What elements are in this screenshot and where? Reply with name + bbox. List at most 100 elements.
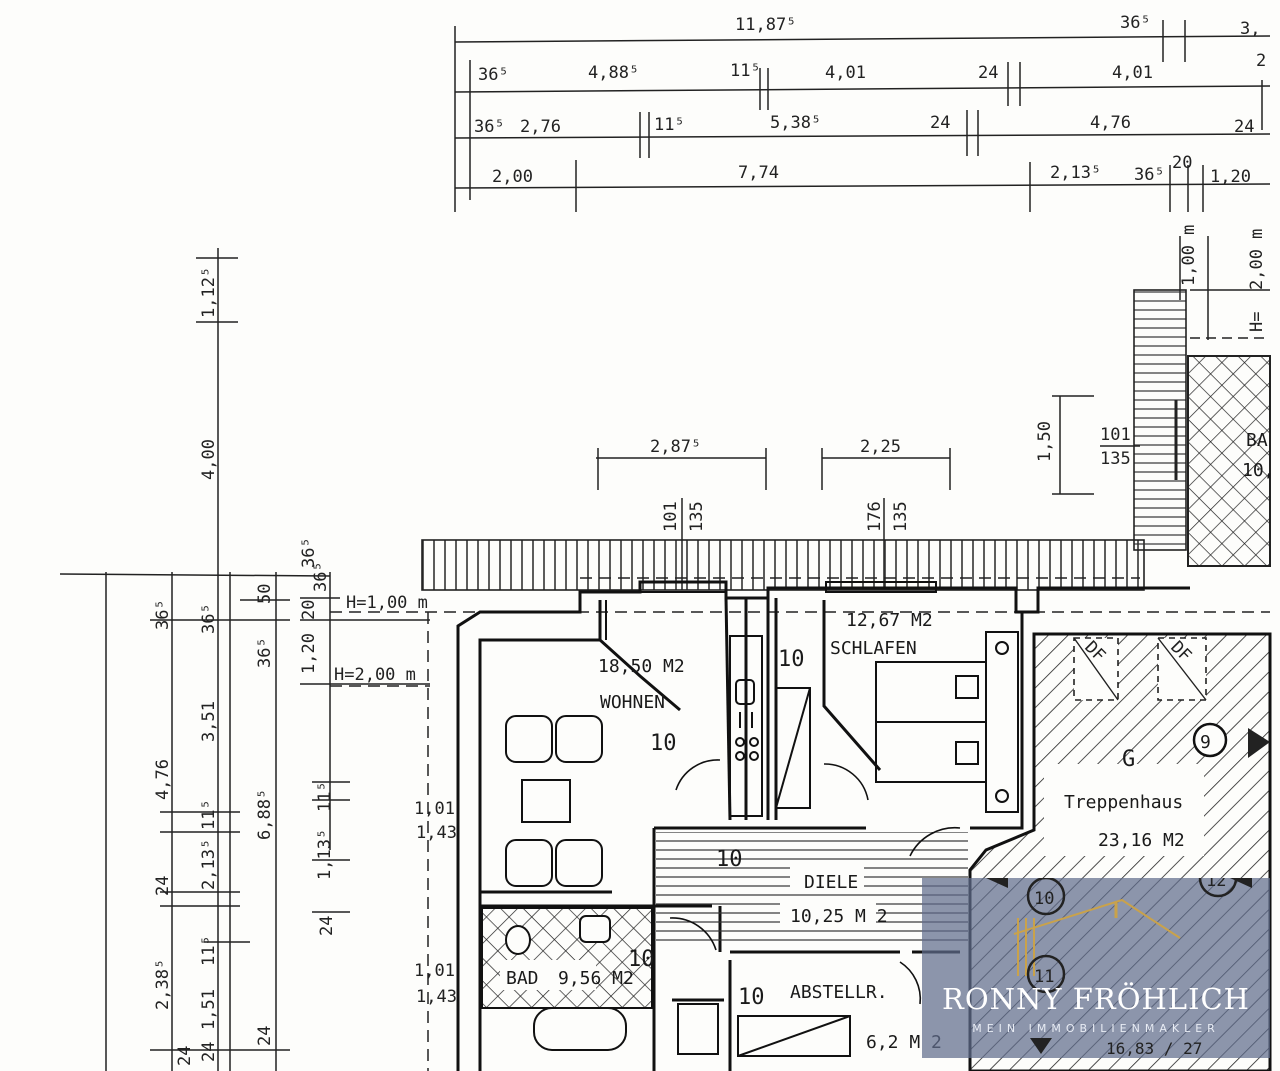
- dim-r3-4: 5,38⁵: [770, 113, 821, 133]
- dim-top-right-a: 36⁵: [1120, 13, 1151, 33]
- abstellr-name: ABSTELLR.: [790, 982, 888, 1003]
- treppenhaus-area: 23,16 M2: [1098, 830, 1185, 851]
- dim-v-5: 24: [153, 876, 173, 896]
- dim-top-right-b: 3,: [1240, 19, 1260, 39]
- window-right-bot: 135: [1100, 449, 1131, 469]
- height-label-3: 1,00 m: [1179, 225, 1199, 286]
- dim-v-12: 36⁵: [199, 603, 219, 634]
- wohnen-area: 18,50 M2: [598, 656, 685, 677]
- height-label-5: H=: [1247, 312, 1267, 332]
- dim-total-width: 11,87⁵: [735, 15, 796, 35]
- dim-v-14: 2,13⁵: [199, 839, 219, 890]
- window-dim-schlafen: 2,25: [860, 437, 901, 457]
- dim-r2-2: 4,88⁵: [588, 63, 639, 83]
- dim-v-23: 11⁵: [315, 781, 335, 812]
- dim-v-7: 36⁵: [153, 599, 173, 630]
- wohnen-furniture: [505, 581, 727, 887]
- dim-v-18: 6,88⁵: [255, 789, 275, 840]
- marker-10: 10: [1034, 889, 1054, 909]
- dim-r3-2: 2,76: [520, 117, 561, 137]
- dim-v-16: 50: [255, 584, 275, 604]
- marker-11: 11: [1034, 967, 1054, 987]
- dim-v-6: 2,38⁵: [153, 959, 173, 1010]
- dim-r2-5: 24: [978, 63, 998, 83]
- dim-v-10: 1,51: [199, 989, 219, 1030]
- window-schlafen-top: 176: [865, 501, 885, 532]
- window-dim-right: 1,50: [1035, 421, 1055, 462]
- dim-r4-1: 2,00: [492, 167, 533, 187]
- dim-v-11: 24: [175, 1046, 195, 1066]
- dim-r3-7: 24: [1234, 117, 1254, 137]
- window-dimension-labels: 2,87⁵ 2,25 1,50 101 135 176 135 101 135 …: [414, 421, 1131, 1007]
- dim-r2-6: 4,01: [1112, 63, 1153, 83]
- diele-label-bg: [790, 866, 864, 894]
- treppenhaus-letter: G: [1122, 747, 1135, 772]
- dim-v-25: 24: [317, 916, 337, 936]
- dim-v-24: 1,13⁵: [315, 829, 335, 880]
- dim-r3-5: 24: [930, 113, 950, 133]
- balcony-name: BA: [1246, 430, 1268, 451]
- top-dimension-labels: 11,87⁵ 36⁵ 3, 36⁵ 4,88⁵ 11⁵ 4,01 24 4,01…: [474, 13, 1266, 187]
- height-label-4: 2,00 m: [1247, 229, 1267, 290]
- logo-house-icon: [986, 878, 1252, 1054]
- window-left2-bot: 1,43: [416, 987, 457, 1007]
- window-dim-wohnen: 2,87⁵: [650, 437, 701, 457]
- window-left1-bot: 1,43: [416, 823, 457, 843]
- left-dimension-chains: [59, 248, 430, 1071]
- diele-area-bg: [780, 900, 876, 928]
- diele-area: 10,25 M 2: [790, 906, 888, 927]
- dim-v-17: 36⁵: [255, 637, 275, 668]
- window-wohnen-top: 101: [661, 501, 681, 532]
- agency-logo: 10 11 12 16,83 / 27 RONNY FRÖHLICH MEIN …: [922, 878, 1270, 1058]
- roof-eaves: [421, 289, 1271, 591]
- bad-room: [481, 907, 719, 1055]
- schlafen-name: SCHLAFEN: [830, 638, 917, 659]
- dim-v-22: 1,20: [299, 633, 319, 674]
- dim-r4-3: 2,13⁵: [1050, 163, 1101, 183]
- schlafen-furniture: [825, 581, 1019, 813]
- dim-v-1: 1,12⁵: [199, 267, 219, 318]
- marker-12: 12: [1206, 878, 1226, 891]
- kitchen-code: 10: [778, 647, 805, 672]
- door-swings: [669, 759, 961, 1005]
- wohnen-name: WOHNEN: [600, 692, 665, 713]
- logo-markers: 10 11 12 16,83 / 27: [1034, 878, 1226, 1058]
- dim-r4-2: 7,74: [738, 163, 779, 183]
- balcony-area: 10,: [1242, 460, 1275, 481]
- logo-name: RONNY FRÖHLICH: [942, 982, 1250, 1016]
- height-label-2: H=2,00 m: [334, 665, 416, 685]
- dim-r2-7: 2: [1256, 51, 1266, 71]
- dim-r3-3: 11⁵: [654, 115, 685, 135]
- height-label-1: H=1,00 m: [346, 593, 428, 613]
- window-wohnen-bot: 135: [687, 501, 707, 532]
- top-dimension-chains: [454, 20, 1271, 212]
- stair-dims: 16,83 / 27: [1106, 1039, 1202, 1058]
- dim-v-19: 24: [255, 1026, 275, 1046]
- window-left1-top: 1,01: [414, 799, 455, 819]
- marker-9: 9: [1200, 732, 1211, 753]
- dim-v-3: 36⁵: [311, 561, 331, 592]
- dim-v-13: 3,51: [199, 701, 219, 742]
- treppenhaus-name: Treppenhaus: [1064, 792, 1183, 813]
- kitchen-counter: [729, 635, 811, 817]
- window-left2-top: 1,01: [414, 961, 455, 981]
- logo-tagline: MEIN IMMOBILIENMAKLER: [972, 1022, 1220, 1035]
- diele-code: 10: [716, 847, 743, 872]
- dim-r4-6: 1,20: [1210, 167, 1251, 187]
- dim-r2-4: 4,01: [825, 63, 866, 83]
- abstellr-code: 10: [738, 985, 765, 1010]
- height-markers: H=1,00 m H=2,00 m 1,00 m 2,00 m H=: [334, 225, 1267, 685]
- dim-r2-1: 36⁵: [478, 65, 509, 85]
- dim-v-4: 4,76: [153, 759, 173, 800]
- dim-v-8: 11⁵: [199, 799, 219, 830]
- dim-v-9: 11⁵: [199, 935, 219, 966]
- dim-v-2: 4,00: [199, 439, 219, 480]
- dim-r4-5: 20: [1172, 153, 1192, 173]
- schlafen-area: 12,67 M2: [846, 610, 933, 631]
- left-dimension-labels: 1,12⁵ 4,00 36⁵ 4,76 24 2,38⁵ 36⁵ 11⁵ 11⁵…: [153, 267, 337, 1066]
- window-right-top: 101: [1100, 425, 1131, 445]
- dim-r2-3: 11⁵: [730, 61, 761, 81]
- dim-v-21: 20: [299, 600, 319, 620]
- dim-r4-4: 36⁵: [1134, 165, 1165, 185]
